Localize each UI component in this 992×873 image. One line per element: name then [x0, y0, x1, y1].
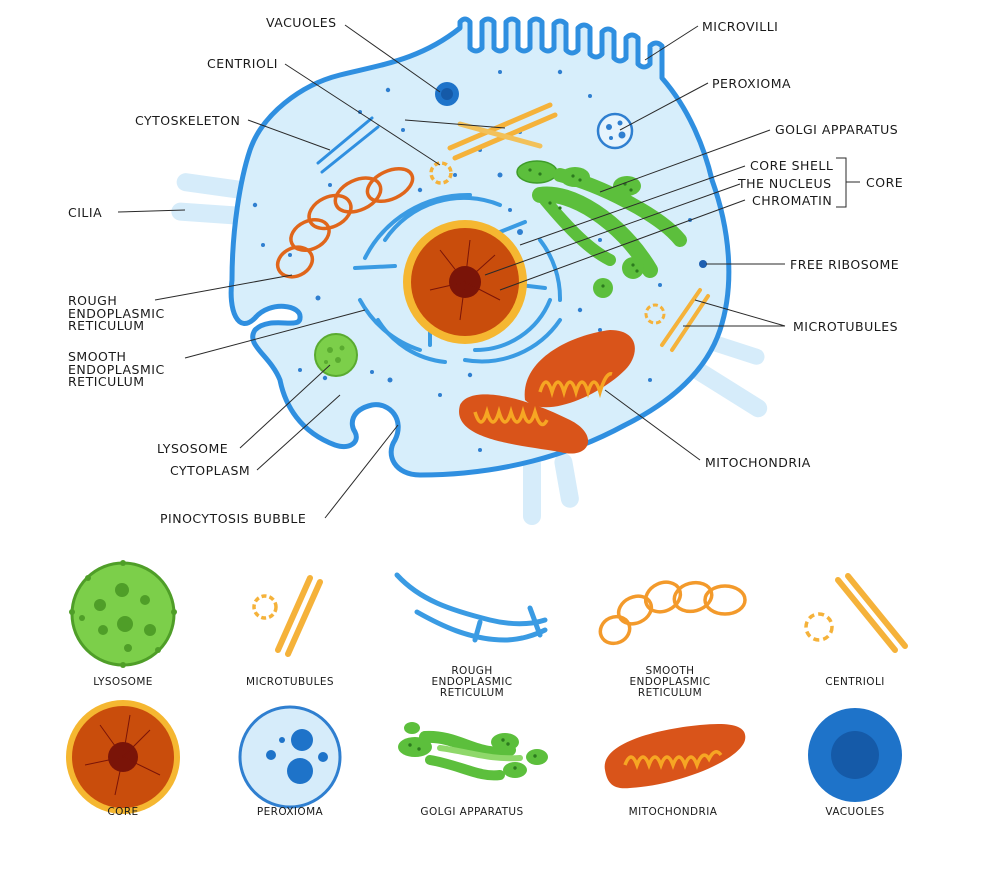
label-smooth-er-3: RETICULUM	[68, 374, 145, 389]
cytoskeleton-organelle	[316, 116, 380, 174]
ribosome-dots	[252, 69, 692, 452]
label-free-ribosome: FREE RIBOSOME	[790, 257, 899, 272]
legend-label-smooth-er-1: SMOOTH	[646, 665, 695, 677]
legend-microtubules	[252, 575, 323, 657]
legend-centrioli	[804, 573, 908, 653]
legend-label-peroxioma: PEROXIOMA	[257, 806, 324, 818]
label-the-nucleus: THE NUCLEUS	[737, 176, 832, 191]
label-microtubules: MICROTUBULES	[793, 319, 898, 334]
label-pinocytosis: PINOCYTOSIS BUBBLE	[160, 511, 306, 526]
legend-vacuoles	[808, 708, 902, 802]
legend-smooth-er	[598, 580, 747, 646]
legend-label-rough-er-3: RETICULUM	[440, 687, 504, 699]
vacuole-organelle	[435, 82, 459, 106]
legend-label-smooth-er-3: RETICULUM	[638, 687, 702, 699]
label-peroxioma: PEROXIOMA	[712, 76, 791, 91]
legend-golgi	[398, 722, 548, 781]
leader-lines	[117, 24, 860, 519]
legend-rough-er	[394, 572, 548, 643]
label-golgi: GOLGI APPARATUS	[775, 122, 898, 137]
label-vacuoles: VACUOLES	[266, 15, 337, 30]
diagram-labels: VACUOLES CENTRIOLI CYTOSKELETON CILIA RO…	[68, 15, 903, 526]
mitochondria-organelle	[459, 330, 635, 454]
legend-label-rough-er-1: ROUGH	[451, 665, 492, 677]
legend-label-lysosome: LYSOSOME	[93, 676, 153, 688]
legend-label-centrioli: CENTRIOLI	[825, 676, 884, 688]
label-cytoskeleton: CYTOSKELETON	[135, 113, 240, 128]
label-smooth-er-1: SMOOTH	[68, 349, 126, 364]
label-core: CORE	[866, 175, 903, 190]
golgi-organelle	[516, 160, 687, 298]
legend-label-microtubules: MICROTUBULES	[246, 676, 334, 688]
rough-er-organelle	[353, 192, 563, 364]
legend-lysosome	[69, 560, 177, 668]
label-cytoplasm: CYTOPLASM	[170, 463, 250, 478]
label-chromatin: CHROMATIN	[752, 193, 832, 208]
label-microvilli: MICROVILLI	[702, 19, 778, 34]
legend-label-golgi: GOLGI APPARATUS	[420, 806, 523, 818]
label-rough-er-1: ROUGH	[68, 293, 117, 308]
legend-core	[66, 700, 180, 814]
peroxioma-organelle	[596, 112, 634, 150]
label-centrioli: CENTRIOLI	[207, 56, 278, 71]
label-smooth-er-2: ENDOPLASMIC	[68, 362, 165, 377]
label-mitochondria: MITOCHONDRIA	[705, 455, 811, 470]
legend-label-core: CORE	[107, 806, 138, 818]
label-cilia: CILIA	[68, 205, 102, 220]
legend-label-smooth-er-2: ENDOPLASMIC	[630, 676, 711, 688]
smooth-er-organelle	[275, 167, 415, 279]
centriole-organelle	[429, 102, 558, 185]
label-core-shell: CORE SHELL	[750, 158, 833, 173]
microtubule-organelle	[644, 288, 710, 352]
legend-peroxioma	[238, 705, 342, 809]
legend-label-mitochondria: MITOCHONDRIA	[629, 806, 718, 818]
nucleus-organelle	[403, 220, 527, 344]
legend-label-vacuoles: VACUOLES	[825, 806, 884, 818]
label-rough-er-2: ENDOPLASMIC	[68, 306, 165, 321]
free-ribosome-organelle	[699, 260, 707, 268]
label-rough-er-3: RETICULUM	[68, 318, 145, 333]
legend-label-rough-er-2: ENDOPLASMIC	[432, 676, 513, 688]
label-lysosome: LYSOSOME	[157, 441, 228, 456]
lysosome-organelle	[314, 333, 358, 377]
legend-mitochondria	[604, 723, 746, 789]
